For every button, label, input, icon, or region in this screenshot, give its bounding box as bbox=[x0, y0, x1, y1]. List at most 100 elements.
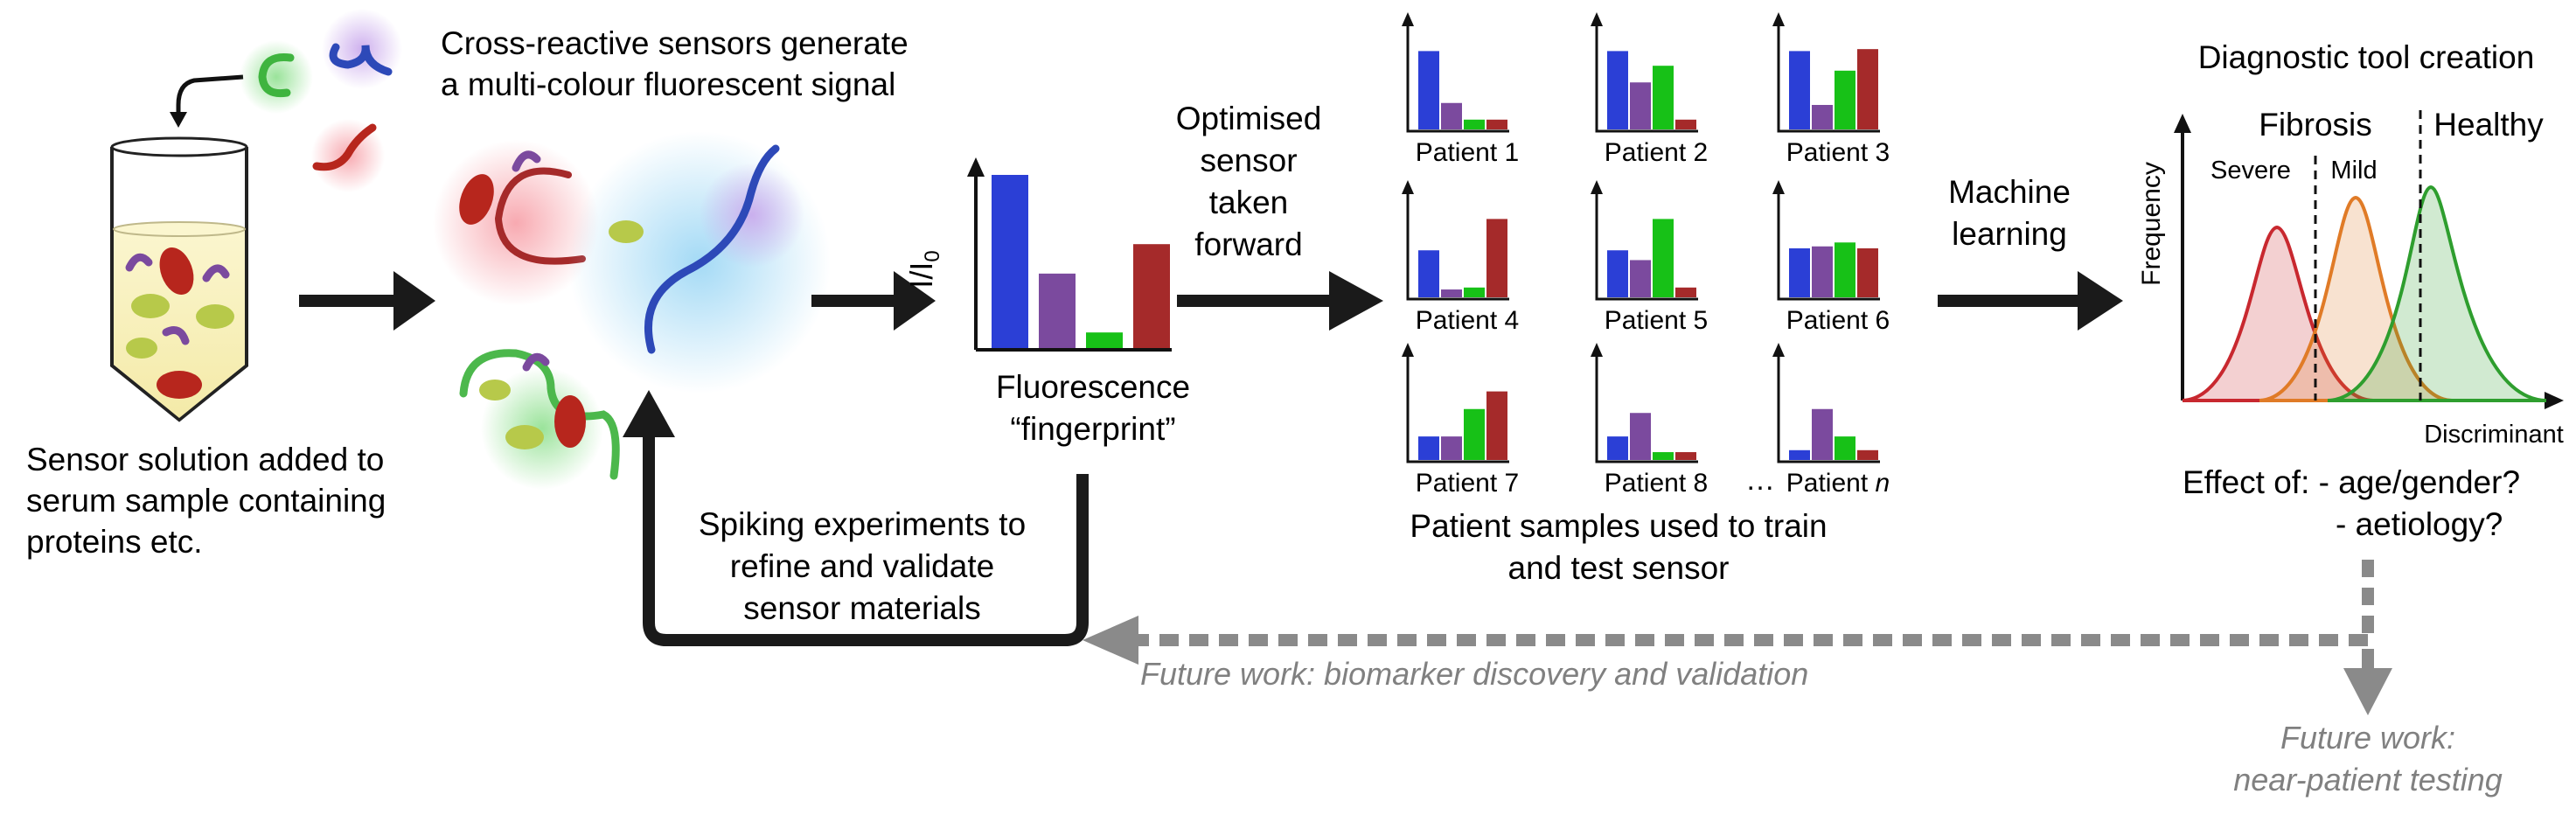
fingerprint-label-line-2: “fingerprint” bbox=[1010, 411, 1175, 447]
patient-label-text: Patient 4 bbox=[1416, 306, 1519, 335]
patient-bar-green bbox=[1835, 436, 1855, 460]
patient-chart: Patient 7 bbox=[1402, 343, 1519, 498]
right-arrow-icon bbox=[1938, 271, 2123, 331]
patient-bar-green bbox=[1464, 287, 1485, 297]
sensor-molecule-icon bbox=[240, 9, 402, 192]
patient-bar-blue bbox=[1418, 436, 1439, 460]
add-sensor-arrow-icon bbox=[170, 74, 244, 128]
patient-axes bbox=[1406, 355, 1509, 463]
spiking-label-line-2: refine and validate bbox=[730, 548, 994, 584]
machine-label-line-2: learning bbox=[1952, 216, 2067, 252]
sample-label-line-2: serum sample containing bbox=[26, 483, 386, 519]
patient-bar-blue bbox=[1607, 51, 1628, 129]
patient-label-italic: n bbox=[1868, 469, 1890, 498]
patient-bar-red bbox=[1675, 452, 1696, 460]
frequency-axis-label: Frequency bbox=[2137, 162, 2166, 286]
patient-label-text: Patient 7 bbox=[1416, 469, 1519, 498]
future-near-patient-line-2: near-patient testing bbox=[2233, 762, 2503, 798]
fingerprint-bar-green bbox=[1086, 332, 1123, 348]
fingerprint-bar-blue bbox=[992, 175, 1028, 348]
fingerprint-bar-purple bbox=[1039, 273, 1076, 348]
severe-label: Severe bbox=[2210, 157, 2291, 185]
patient-bar-green bbox=[1835, 242, 1855, 297]
effect-of-line-1: Effect of: - age/gender? bbox=[2183, 464, 2520, 500]
patient-label-text: Patient 5 bbox=[1605, 306, 1708, 335]
optimised-label-line-1: Optimised bbox=[1176, 101, 1322, 136]
patient-axis-arrowhead bbox=[1591, 343, 1603, 357]
patient-axis-arrowhead bbox=[1591, 12, 1603, 26]
patient-bar-red bbox=[1857, 49, 1878, 129]
fingerprint-y-label-sub: 0 bbox=[921, 250, 944, 261]
severe-curve bbox=[2182, 225, 2374, 402]
patient-bar-purple bbox=[1812, 246, 1833, 297]
optimised-label-line-2: sensor bbox=[1200, 143, 1297, 178]
test-tube-icon bbox=[110, 136, 248, 422]
patient-axes bbox=[1777, 355, 1880, 463]
healthy-label: Healthy bbox=[2433, 107, 2544, 143]
diagnostic-title: Diagnostic tool creation bbox=[2198, 39, 2535, 75]
patient-bar-blue bbox=[1789, 248, 1810, 297]
patient-bar-green bbox=[1464, 119, 1485, 129]
future-near-patient-line-1: Future work: bbox=[2280, 720, 2455, 756]
patient-bar-blue bbox=[1789, 449, 1810, 460]
patient-bar-green bbox=[1653, 66, 1674, 129]
patient-label-text: Patient 3 bbox=[1786, 138, 1890, 167]
patients-caption-line-1: Patient samples used to train bbox=[1410, 508, 1827, 544]
fibrosis-label: Fibrosis bbox=[2259, 107, 2372, 143]
patients-caption-line-2: and test sensor bbox=[1508, 550, 1730, 586]
patient-chart: Patient 2 bbox=[1591, 12, 1708, 167]
effect-of-line-2: - aetiology? bbox=[2336, 506, 2503, 542]
patient-bar-purple bbox=[1441, 102, 1462, 129]
patient-label: Patient 4 bbox=[1416, 306, 1519, 335]
patient-bar-green bbox=[1653, 219, 1674, 297]
patient-label-text: Patient 6 bbox=[1786, 306, 1890, 335]
mild-curve bbox=[2259, 195, 2453, 402]
patient-label-text: Patient 2 bbox=[1605, 138, 1708, 167]
patient-bar-red bbox=[1486, 391, 1507, 460]
fingerprint-label-line-1: Fluorescence bbox=[996, 369, 1190, 405]
patient-bar-red bbox=[1486, 219, 1507, 297]
fingerprint-bar-red bbox=[1133, 244, 1170, 348]
patient-chart: Patient 5 bbox=[1591, 180, 1708, 335]
patient-axis-arrowhead bbox=[1402, 12, 1414, 26]
patient-bar-red bbox=[1675, 119, 1696, 129]
patient-bar-purple bbox=[1812, 408, 1833, 460]
patient-bar-purple bbox=[1630, 260, 1651, 297]
patient-bar-red bbox=[1675, 287, 1696, 297]
patient-grid: Patient 1 Patient 2 Patient 3 Patient 4 Pati… bbox=[1402, 12, 1890, 498]
patient-chart: Patient 4 bbox=[1402, 180, 1519, 335]
patient-bar-purple bbox=[1630, 413, 1651, 460]
optimised-label-line-4: forward bbox=[1194, 226, 1302, 262]
patient-axis-arrowhead bbox=[1772, 343, 1785, 357]
patient-axes bbox=[1595, 192, 1698, 301]
right-arrow-icon bbox=[299, 271, 435, 331]
patient-bar-red bbox=[1486, 119, 1507, 129]
patient-label-text: Patient 1 bbox=[1416, 138, 1519, 167]
patient-bar-green bbox=[1464, 408, 1485, 460]
patient-label: Patient 8 bbox=[1605, 469, 1708, 498]
patient-bar-blue bbox=[1789, 51, 1810, 129]
patient-label: Patient 5 bbox=[1605, 306, 1708, 335]
patient-label-text: Patient 8 bbox=[1605, 469, 1708, 498]
patient-bar-blue bbox=[1418, 51, 1439, 129]
patient-label-text: Patient bbox=[1786, 469, 1869, 498]
patient-label: Patient 6 bbox=[1786, 306, 1890, 335]
patient-bar-blue bbox=[1607, 436, 1628, 460]
patient-chart: Patient 1 bbox=[1402, 12, 1519, 167]
patient-axis-arrowhead bbox=[1402, 343, 1414, 357]
patient-bar-purple bbox=[1812, 105, 1833, 129]
patient-label: Patient 1 bbox=[1416, 138, 1519, 167]
patient-bar-blue bbox=[1607, 250, 1628, 297]
patient-bar-green bbox=[1835, 70, 1855, 129]
distribution-chart: Frequency Fibrosis Healthy Severe Mild D… bbox=[2137, 107, 2564, 449]
fluorescence-burst-icon bbox=[433, 131, 831, 490]
patient-ellipsis: … bbox=[1745, 463, 1775, 497]
patient-axes bbox=[1777, 24, 1880, 133]
patient-bar-purple bbox=[1630, 82, 1651, 129]
optimised-label-line-3: taken bbox=[1209, 185, 1289, 220]
machine-label-line-1: Machine bbox=[1948, 174, 2071, 210]
patient-chart: Patient n bbox=[1772, 343, 1890, 498]
discriminant-axis-label: Discriminant bbox=[2424, 421, 2564, 449]
patient-axis-arrowhead bbox=[1772, 12, 1785, 26]
